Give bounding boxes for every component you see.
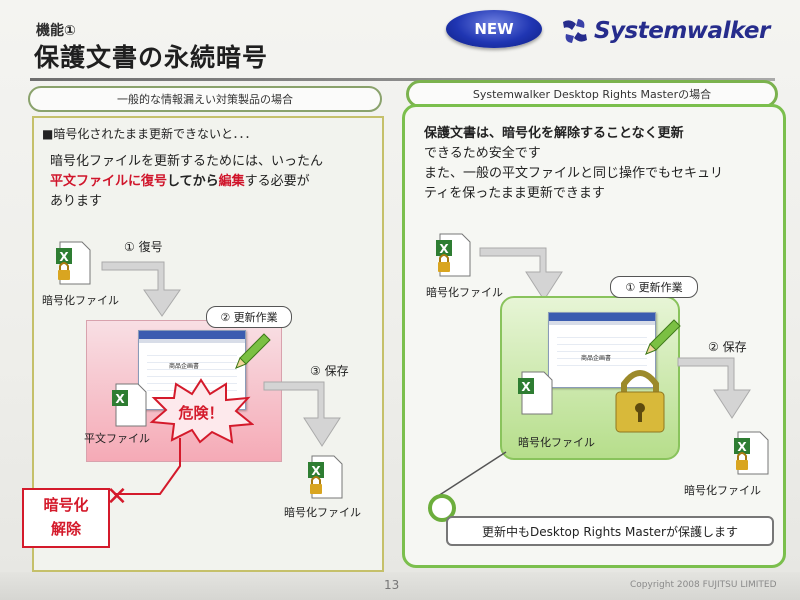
- left-step3-label: ③ 保存: [310, 364, 349, 378]
- left-intro: ■暗号化されたまま更新できないと．．．: [42, 127, 257, 141]
- right-step1-callout: ① 更新作業: [610, 276, 698, 298]
- x-mark-icon: ✕: [106, 482, 128, 512]
- plaintext-excel-file-icon: X: [112, 383, 147, 427]
- right-file-mid-label: 暗号化ファイル: [518, 436, 595, 449]
- right-pencil-icon: [645, 319, 681, 355]
- svg-text:X: X: [439, 242, 449, 256]
- right-sheet-label: 商品企画書: [581, 355, 612, 362]
- right-encrypted-file-icon: X: [436, 233, 471, 277]
- danger-label: 危険！: [178, 403, 224, 422]
- right-output-encrypted-file-icon: X: [734, 431, 769, 475]
- encrypted-excel-file-icon: X: [56, 241, 91, 285]
- title-rule: [30, 78, 775, 81]
- section-kicker: 機能①: [36, 23, 76, 39]
- svg-text:X: X: [115, 392, 125, 406]
- sheet-label: 商品企画書: [169, 363, 200, 370]
- bottom-note: 更新中もDesktop Rights Masterが保護します: [446, 516, 774, 546]
- decrypt-box-line2: 解除: [50, 520, 81, 538]
- new-badge: NEW: [446, 10, 542, 48]
- decrypt-box: 暗号化 解除: [22, 488, 110, 548]
- pencil-icon: [235, 333, 271, 369]
- left-body-line2: 平文ファイルに復号してから編集する必要が: [50, 172, 310, 192]
- svg-text:X: X: [311, 464, 321, 478]
- right-body-line2: できるため安全です: [424, 146, 541, 161]
- right-body-bold: 保護文書は、暗号化を解除することなく更新: [424, 126, 684, 141]
- left-body-line1: 暗号化ファイルを更新するためには、いったん: [50, 154, 324, 169]
- left-step1-arrow: [101, 261, 181, 317]
- left-step3-arrow: [263, 381, 341, 447]
- right-file-encrypted-label: 暗号化ファイル: [426, 286, 503, 299]
- left-body-line3: あります: [50, 194, 103, 209]
- right-step2-label: ② 保存: [708, 340, 747, 354]
- right-file-out-label: 暗号化ファイル: [684, 484, 761, 497]
- right-spreadsheet-screenshot: 商品企画書: [548, 312, 656, 388]
- left-file-encrypted2-label: 暗号化ファイル: [284, 506, 361, 519]
- left-step1-label: ① 復号: [124, 240, 163, 254]
- left-output-encrypted-file-icon: X: [308, 455, 343, 499]
- copyright: Copyright 2008 FUJITSU LIMITED: [630, 580, 777, 590]
- danger-connector: [114, 438, 181, 495]
- footer-bar: [0, 572, 800, 600]
- systemwalker-logo: Systemwalker: [560, 12, 785, 50]
- page-title: 保護文書の永続暗号: [34, 43, 269, 72]
- danger-burst-icon: [149, 378, 254, 444]
- left-body-red1: 平文ファイルに: [50, 174, 142, 189]
- logo-text: Systemwalker: [594, 18, 770, 44]
- svg-text:X: X: [59, 250, 69, 264]
- right-mid-encrypted-file-icon: X: [518, 371, 553, 415]
- right-body-line4: ティを保ったまま更新できます: [424, 186, 605, 201]
- svg-text:X: X: [521, 380, 531, 394]
- right-body-line3: また、一般の平文ファイルと同じ操作でもセキュリ: [424, 166, 724, 181]
- left-file-plain-label: 平文ファイル: [84, 432, 150, 445]
- left-file-encrypted-label: 暗号化ファイル: [42, 294, 119, 307]
- logo-mark-icon: [563, 19, 587, 43]
- note-connector: [437, 451, 507, 497]
- left-step2-callout: ② 更新作業: [206, 306, 292, 328]
- right-step-arrow: [479, 247, 563, 301]
- left-heading: 一般的な情報漏えい対策製品の場合: [28, 86, 382, 112]
- padlock-icon: [615, 370, 665, 433]
- left-body-red2: 復号: [141, 174, 168, 189]
- left-body-red3: 編集: [218, 174, 245, 189]
- right-step2-arrow: [677, 357, 751, 419]
- left-body-mid: してから: [167, 174, 219, 189]
- left-body-tail: する必要が: [244, 174, 310, 189]
- svg-text:X: X: [737, 440, 747, 454]
- decrypt-box-line1: 暗号化: [43, 496, 89, 514]
- page-number: 13: [384, 578, 400, 592]
